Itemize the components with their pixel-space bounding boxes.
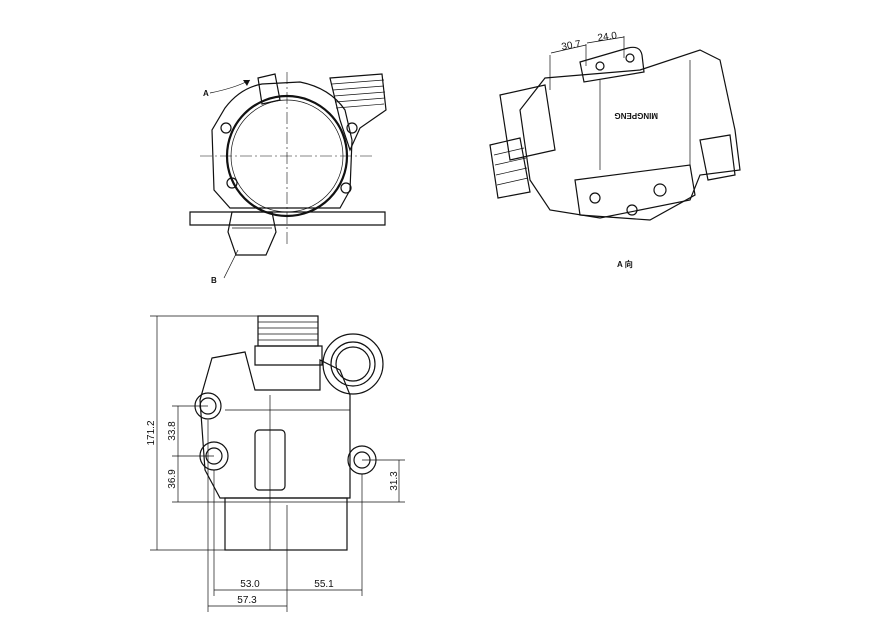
- housing-outline: [211, 81, 353, 209]
- iso-flange: [574, 164, 696, 221]
- view-b-label: B: [211, 276, 217, 285]
- flange-hole: [653, 183, 667, 197]
- dim-lower-port: 36.9: [167, 469, 178, 489]
- dim-hole-spacing: 24.0: [597, 30, 618, 44]
- dim-right-port: 31.3: [389, 471, 400, 491]
- bolt-hole: [346, 122, 358, 134]
- iso-electrical-connector: [699, 134, 736, 181]
- dim-upper-port: 33.8: [167, 421, 178, 441]
- tab-hole: [625, 53, 635, 63]
- neck: [254, 345, 323, 366]
- top-bracket: [257, 73, 281, 105]
- bolt-hole: [220, 122, 232, 134]
- dim-hole-offset: 30.7: [561, 39, 583, 53]
- iso-mounting-tab: [579, 46, 645, 83]
- view-a-label: A: [203, 89, 209, 98]
- flange-hole: [589, 192, 601, 204]
- iso-hose-connector: [489, 84, 556, 199]
- dim-total-height: 171.2: [146, 420, 157, 445]
- view-b-leader: [223, 249, 239, 279]
- dim-line: [586, 36, 625, 44]
- dim-line: [550, 44, 587, 54]
- view-caption: A 向: [617, 259, 633, 269]
- side-view: 171.2 33.8 36.9 31.3 53.0 55.1 57.3: [146, 315, 405, 612]
- outlet-inner: [335, 346, 371, 382]
- pump-body-circle: [225, 94, 349, 218]
- iso-housing-outline: [519, 49, 741, 219]
- dim-left-width: 53.0: [240, 579, 260, 590]
- isometric-view: 30.7 24.0 MINGPENG A 向: [489, 30, 741, 269]
- dim-overall-left: 57.3: [237, 595, 257, 606]
- top-hose-connector: [257, 315, 319, 347]
- arrow-head-icon: [243, 80, 250, 86]
- side-outlet-port: [322, 333, 384, 395]
- electrical-connector: [227, 211, 277, 256]
- bolt-hole: [340, 182, 352, 194]
- dim-right-width: 55.1: [314, 579, 334, 590]
- brand-logo-text: MINGPENG: [614, 111, 658, 120]
- front-view: A B: [189, 72, 387, 285]
- mounting-flange: [189, 211, 386, 226]
- outlet-inner: [330, 341, 376, 387]
- bolt-hole: [226, 177, 238, 189]
- motor-can: [224, 497, 348, 551]
- tab-hole: [595, 61, 605, 71]
- side-housing: [199, 351, 351, 499]
- flange-hole: [626, 204, 638, 216]
- hose-connector: [329, 73, 387, 152]
